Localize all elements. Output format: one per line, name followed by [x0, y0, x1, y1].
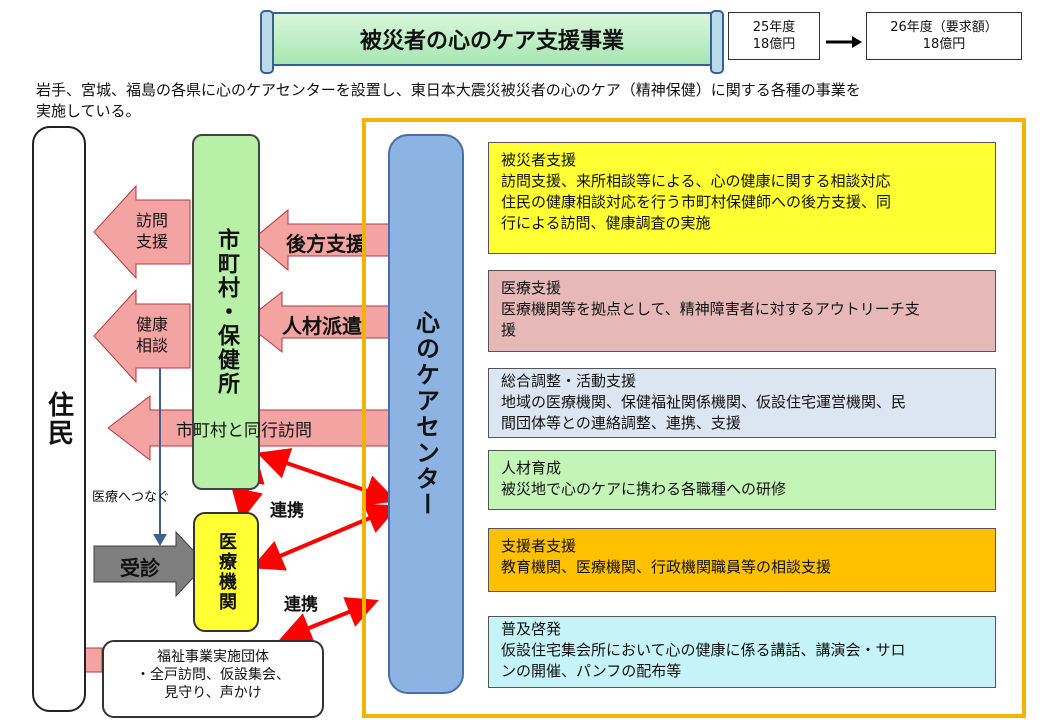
renkei-label-1: 連携	[270, 501, 304, 521]
service-line: 間団体等との連絡調整、連携、支援	[501, 414, 741, 432]
budget-fy26-year: 26年度（要求額）	[890, 20, 998, 35]
kenko-line2: 相談	[136, 336, 169, 355]
fukushi-line1: 福祉事業実施団体	[157, 649, 269, 665]
services-frame	[362, 118, 1026, 718]
houmon-label: 訪問 支援	[136, 210, 168, 252]
service-line: 被災地で心のケアに携わる各職種への研修	[501, 480, 787, 498]
intro-line1: 岩手、宮城、福島の各県に心のケアセンターを設置し、東日本大震災被災者の心のケア（…	[36, 81, 861, 99]
page-title: 被災者の心のケア支援事業	[359, 29, 624, 54]
service-title: 普及啓発	[501, 620, 562, 638]
service-line: 訪問支援、来所相談等による、心の健康に関する相談対応	[501, 172, 891, 190]
service-box-hisaisha: 被災者支援 訪問支援、来所相談等による、心の健康に関する相談対応 住民の健康相談…	[488, 142, 996, 254]
budget-arrow-head	[852, 36, 862, 48]
budget-fy25-amount: 18億円	[752, 37, 796, 52]
kenko-label: 健康 相談	[136, 314, 168, 356]
doukou-label: 市町村と同行訪問	[176, 421, 312, 441]
kouhou-label: 後方支援	[286, 232, 366, 256]
service-title: 医療支援	[501, 279, 562, 297]
service-box-shiensha: 支援者支援 教育機関、医療機関、行政機関職員等の相談支援	[488, 528, 996, 592]
iryo-connect-label: 医療へつなぐ	[92, 490, 171, 505]
service-line: 教育機関、医療機関、行政機関職員等の相談支援	[501, 558, 832, 576]
houmon-arrow	[93, 184, 191, 280]
houmon-line1: 訪問	[136, 211, 169, 230]
fukushi-line3: 見守り、声かけ	[164, 685, 262, 701]
service-title: 人材育成	[501, 459, 562, 477]
service-title: 支援者支援	[501, 537, 577, 555]
kokoro-center-label: 心のケアセンター	[411, 310, 440, 518]
iryo-kikan-box: 医療機関	[193, 512, 259, 632]
kouhou-arrow	[251, 208, 399, 272]
title-banner: 被災者の心のケア支援事業	[260, 10, 724, 74]
intro-line2: 実施している。	[36, 102, 141, 120]
link-fukushi-center	[279, 597, 379, 643]
service-box-iryo: 医療支援 医療機関等を拠点として、精神障害者に対するアウトリーチ支 援	[488, 270, 996, 352]
scroll-right-cap	[710, 10, 724, 74]
budget-fy26: 26年度（要求額） 18億円	[866, 12, 1022, 60]
budget-fy25-year: 25年度	[752, 20, 796, 35]
shichoson-label: 市町村・保健所	[214, 228, 239, 396]
service-line: 医療機関等を拠点として、精神障害者に対するアウトリーチ支	[501, 300, 920, 318]
intro-text: 岩手、宮城、福島の各県に心のケアセンターを設置し、東日本大震災被災者の心のケア（…	[36, 80, 1016, 122]
jumin-label: 住民	[43, 391, 74, 447]
service-box-sougou: 総合調整・活動支援 地域の医療機関、保健福祉関係機関、仮設住宅運営機関、民 間団…	[488, 368, 996, 438]
service-line: 地域の医療機関、保健福祉関係機関、仮設住宅運営機関、民	[501, 393, 907, 411]
kenko-line1: 健康	[136, 315, 169, 334]
service-line: 住民の健康相談対応を行う市町村保健師への後方支援、同	[501, 193, 892, 211]
jushin-arrow	[93, 530, 207, 598]
budget-fy25: 25年度 18億円	[728, 12, 820, 60]
kokoro-center-column: 心のケアセンター	[388, 134, 464, 694]
jushin-label: 受診	[120, 556, 160, 580]
service-line: 仮設住宅集会所において心の健康に係る講話、講演会・サロ	[501, 641, 906, 659]
service-title: 被災者支援	[501, 151, 577, 169]
fukushi-line2: ・全戸訪問、仮設集会、	[136, 667, 290, 683]
service-line: ンの開催、パンフの配布等	[501, 662, 682, 680]
jumin-column: 住民	[32, 126, 86, 712]
fukushi-box: 福祉事業実施団体 ・全戸訪問、仮設集会、 見守り、声かけ	[102, 640, 324, 718]
kenko-arrow	[93, 288, 191, 384]
iryo-connect-arrow-head	[153, 534, 167, 546]
budget-fy26-amount: 18億円	[922, 37, 966, 52]
jinzai-label: 人材派遣	[282, 314, 362, 338]
service-box-fukyu: 普及啓発 仮設住宅集会所において心の健康に係る講話、講演会・サロ ンの開催、パン…	[488, 616, 996, 688]
houmon-line2: 支援	[136, 232, 169, 251]
renkei-label-2: 連携	[284, 595, 318, 615]
shichoson-column: 市町村・保健所	[192, 134, 260, 490]
service-title: 総合調整・活動支援	[501, 372, 637, 390]
service-line: 行による訪問、健康調査の実施	[501, 214, 711, 232]
jinzai-arrow	[243, 290, 399, 354]
service-box-jinzai: 人材育成 被災地で心のケアに携わる各職種への研修	[488, 450, 996, 510]
iryo-kikan-label: 医療機関	[216, 532, 237, 612]
scroll-left-cap	[260, 10, 274, 74]
service-line: 援	[501, 321, 517, 339]
